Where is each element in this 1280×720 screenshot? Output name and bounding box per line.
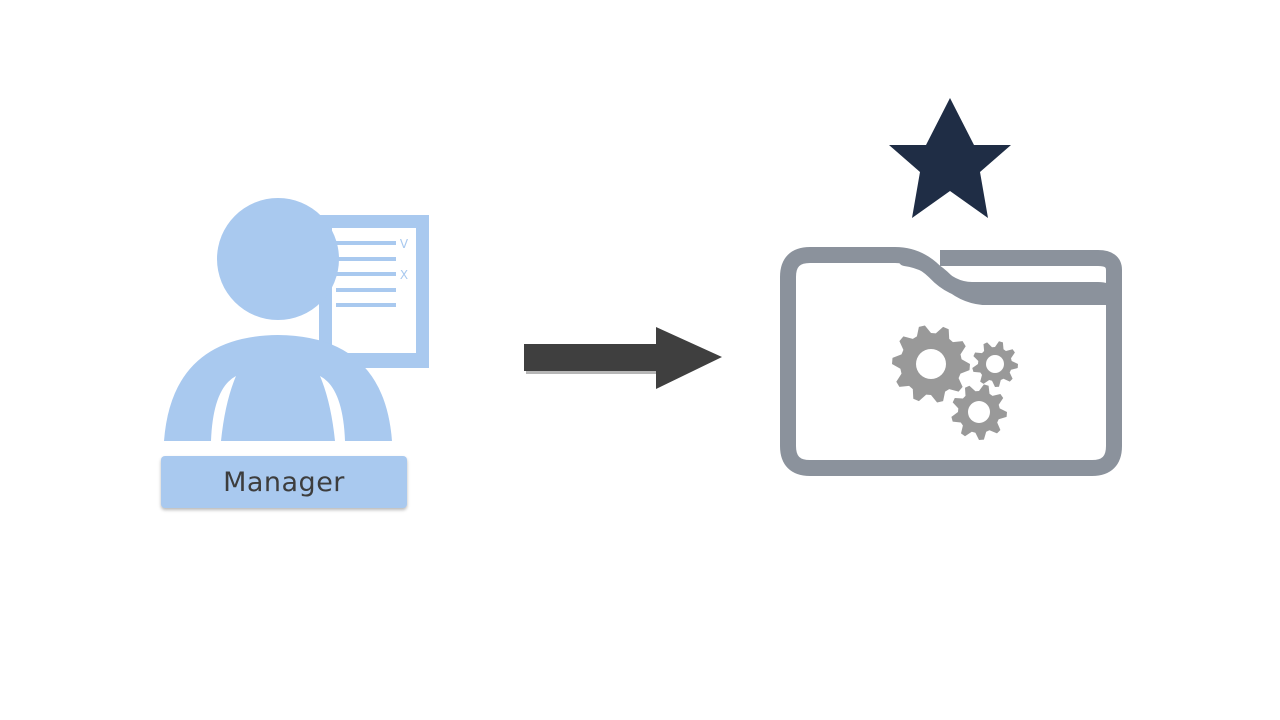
manager-label: Manager bbox=[223, 466, 345, 498]
right-arrow-icon bbox=[524, 327, 722, 389]
folder-icon bbox=[780, 247, 1122, 476]
manager-label-box: Manager bbox=[161, 456, 407, 508]
checklist-document-icon: V X bbox=[319, 215, 429, 368]
gears-icon bbox=[892, 325, 1018, 440]
small-gear-top-icon bbox=[972, 341, 1018, 387]
checklist-mark-v: V bbox=[400, 237, 409, 251]
checklist-mark-x: X bbox=[400, 268, 408, 282]
manager-person-icon bbox=[164, 198, 392, 441]
person-head bbox=[217, 198, 339, 320]
star-icon bbox=[889, 98, 1011, 218]
large-gear-icon bbox=[892, 325, 970, 403]
small-gear-bottom-icon bbox=[951, 384, 1007, 440]
